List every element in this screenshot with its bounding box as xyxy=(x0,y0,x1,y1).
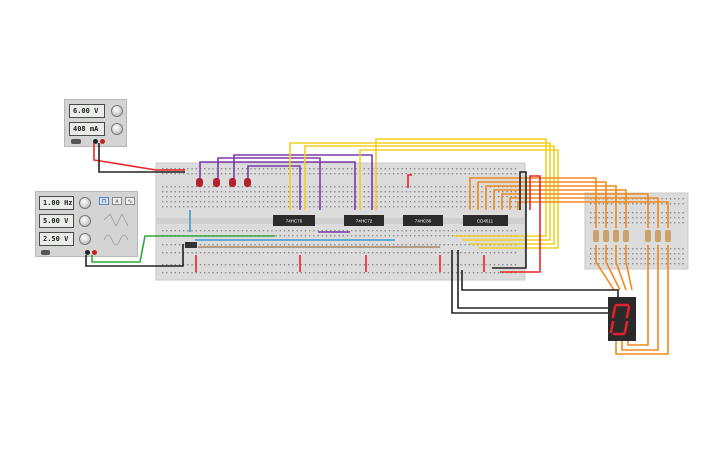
ic-74hc76[interactable]: 74HC76 xyxy=(273,215,315,226)
wire-orange-7 xyxy=(517,201,669,228)
resistors xyxy=(593,230,671,242)
wire-orange-4 xyxy=(493,189,627,228)
wire-red-cd4511 xyxy=(500,175,541,273)
digit-segments xyxy=(609,303,631,336)
wire-black-display-2 xyxy=(457,250,610,309)
wire-orange-3 xyxy=(485,185,617,228)
resistor-4 xyxy=(623,230,629,242)
wire-orange-d6 xyxy=(621,245,659,351)
wire-orange-5 xyxy=(501,193,649,228)
ic-74hc72[interactable]: 74HC72 xyxy=(344,215,384,226)
wire-purple-2 xyxy=(217,157,321,210)
led-4 xyxy=(244,178,251,187)
led-group xyxy=(196,178,251,187)
amplitude-knob[interactable] xyxy=(79,215,91,227)
wire-purple-3 xyxy=(233,154,373,210)
resistor-breadboard[interactable] xyxy=(584,192,689,270)
wire-orange-6 xyxy=(509,197,659,228)
power-supply[interactable]: 6.00 V 408 mA xyxy=(64,99,127,147)
wire-yellow-4 xyxy=(375,138,547,237)
wire-black-display-1 xyxy=(451,250,610,314)
waveform-preview-icon xyxy=(103,213,129,246)
wire-black-cd4511 xyxy=(492,171,527,269)
ic-74hc86[interactable]: 74HC86 xyxy=(403,215,443,226)
wire-yellow-1 xyxy=(289,142,551,241)
sine-wave-icon[interactable]: ∿ xyxy=(125,197,135,205)
wire-purple-1 xyxy=(199,161,356,210)
wire-red-top xyxy=(407,174,412,188)
generator-terminal-negative[interactable] xyxy=(85,250,90,255)
voltage-knob[interactable] xyxy=(111,105,123,117)
terminal-negative[interactable] xyxy=(93,139,98,144)
input-switch[interactable] xyxy=(185,242,197,248)
wire-orange-d2 xyxy=(605,245,621,291)
power-switch[interactable] xyxy=(71,139,81,144)
wire-orange-d3 xyxy=(615,245,627,291)
wires[interactable] xyxy=(85,138,669,355)
led-2 xyxy=(213,178,220,187)
generator-terminal-positive[interactable] xyxy=(92,250,97,255)
svg-text:74HC76: 74HC76 xyxy=(286,219,303,224)
offset-readout: 2.50 V xyxy=(39,232,74,246)
terminal-positive[interactable] xyxy=(100,139,105,144)
resistor-1 xyxy=(593,230,599,242)
seven-segment-display[interactable] xyxy=(608,297,636,341)
svg-text:CD4511: CD4511 xyxy=(477,219,494,224)
wire-purple-4 xyxy=(247,165,301,210)
wire-red-supply xyxy=(93,143,185,171)
current-knob[interactable] xyxy=(111,123,123,135)
ic-cd4511[interactable]: CD4511 xyxy=(463,215,508,226)
resistor-7 xyxy=(665,230,671,242)
triangle-wave-icon[interactable]: ∧ xyxy=(112,197,122,205)
resistor-5 xyxy=(645,230,651,242)
resistor-6 xyxy=(655,230,661,242)
svg-text:74HC86: 74HC86 xyxy=(415,219,432,224)
resistor-3 xyxy=(613,230,619,242)
wire-orange-1 xyxy=(469,177,597,228)
voltage-readout: 6.00 V xyxy=(69,104,105,118)
wire-black-display-3 xyxy=(461,270,619,298)
wire-orange-2 xyxy=(477,181,607,228)
led-1 xyxy=(196,178,203,187)
generator-switch[interactable] xyxy=(41,250,50,255)
wire-orange-d4 xyxy=(625,245,633,291)
frequency-knob[interactable] xyxy=(79,197,91,209)
wire-orange-d1 xyxy=(595,245,615,291)
wire-black-supply xyxy=(98,143,185,173)
offset-knob[interactable] xyxy=(79,233,91,245)
wire-orange-d5 xyxy=(627,245,649,346)
amplitude-readout: 5.00 V xyxy=(39,214,74,228)
led-3 xyxy=(229,178,236,187)
wire-green-generator xyxy=(91,235,275,263)
svg-text:74HC72: 74HC72 xyxy=(356,219,373,224)
current-readout: 408 mA xyxy=(69,122,105,136)
resistor-2 xyxy=(603,230,609,242)
wire-black-generator xyxy=(85,244,184,267)
wire-orange-d7 xyxy=(615,245,669,355)
frequency-readout: 1.00 Hz xyxy=(39,196,74,210)
wire-yellow-3 xyxy=(359,149,559,249)
square-wave-icon[interactable]: ⊓ xyxy=(99,197,109,205)
